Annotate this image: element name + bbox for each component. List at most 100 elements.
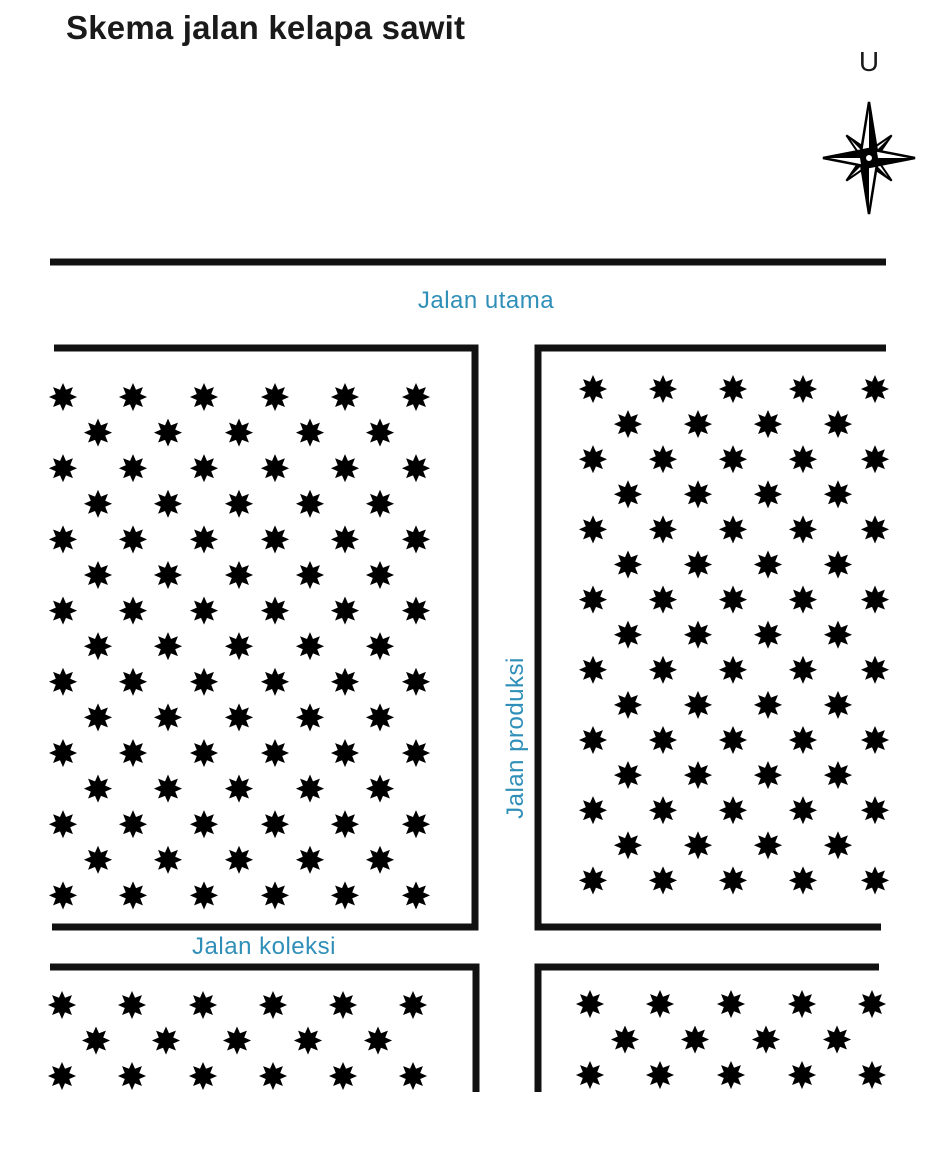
palm-tree-icon xyxy=(610,1025,640,1054)
palm-tree-icon xyxy=(753,410,783,439)
palm-tree-icon xyxy=(189,454,219,483)
palm-tree-icon xyxy=(648,374,678,404)
palm-tree-icon xyxy=(224,560,254,590)
palm-tree-icon xyxy=(648,585,678,614)
palm-tree-icon xyxy=(224,774,254,803)
palm-tree-icon xyxy=(718,725,748,755)
palm-tree-icon xyxy=(48,881,78,910)
palm-tree-icon xyxy=(48,810,78,839)
palm-tree-icon xyxy=(47,990,77,1020)
palm-tree-icon xyxy=(823,690,853,719)
palm-tree-icon xyxy=(401,382,431,412)
palm-tree-icon xyxy=(363,1026,393,1055)
palm-tree-icon xyxy=(648,725,678,755)
palm-tree-icon xyxy=(718,796,748,825)
palm-tree-icon xyxy=(753,550,783,579)
palm-tree-icon xyxy=(83,703,113,732)
palm-tree-icon xyxy=(224,418,254,447)
palm-tree-icon xyxy=(118,382,148,412)
palm-tree-icon xyxy=(788,374,818,404)
palm-tree-icon xyxy=(260,382,290,412)
palm-tree-icon xyxy=(860,655,890,684)
palm-tree-icon xyxy=(753,620,783,649)
palm-tree-icon xyxy=(365,560,395,590)
palm-tree-icon xyxy=(222,1026,252,1055)
palm-tree-icon xyxy=(47,1061,77,1091)
palm-tree-icon xyxy=(575,989,605,1019)
palm-tree-icon xyxy=(224,489,254,518)
palm-tree-icon xyxy=(117,1061,147,1091)
palm-tree-icon xyxy=(189,525,219,554)
road-network xyxy=(50,258,886,1092)
palm-tree-icon xyxy=(83,774,113,803)
palm-tree-icon xyxy=(751,1025,781,1054)
palm-tree-icon xyxy=(578,655,608,684)
palm-tree-icon xyxy=(613,480,643,509)
palm-tree-icon xyxy=(718,515,748,544)
palm-tree-icon xyxy=(189,596,219,625)
palm-tree-icon xyxy=(118,596,148,625)
palm-tree-icon xyxy=(118,810,148,839)
palm-tree-icon xyxy=(258,990,288,1020)
palm-tree-icon xyxy=(330,525,360,554)
palm-tree-icon xyxy=(683,620,713,649)
palm-tree-icon xyxy=(823,410,853,439)
palm-tree-icon xyxy=(788,796,818,825)
palm-tree-icon xyxy=(260,810,290,839)
palm-tree-icon xyxy=(753,831,783,860)
palm-tree-icon xyxy=(648,445,678,474)
palm-tree-icon xyxy=(48,525,78,554)
palm-tree-icon xyxy=(260,454,290,483)
palm-tree-icon xyxy=(683,550,713,579)
palm-tree-icon xyxy=(48,382,78,412)
palm-tree-icon xyxy=(153,489,183,518)
palm-tree-icon xyxy=(224,703,254,732)
palm-tree-icon xyxy=(365,632,395,661)
palm-tree-icon xyxy=(823,831,853,860)
palm-tree-icon xyxy=(189,810,219,839)
palm-tree-icon xyxy=(118,525,148,554)
palm-tree-icon xyxy=(295,418,325,447)
palm-tree-icon xyxy=(83,632,113,661)
palm-tree-icon xyxy=(48,454,78,483)
palm-tree-icon xyxy=(330,881,360,910)
palm-tree-icon xyxy=(680,1025,710,1054)
palm-tree-icon xyxy=(260,738,290,768)
palm-tree-icon xyxy=(401,667,431,696)
palm-tree-icon xyxy=(48,596,78,625)
collection-road-label: Jalan koleksi xyxy=(192,933,336,960)
palm-tree-icon xyxy=(857,1060,887,1090)
palm-tree-icon xyxy=(578,585,608,614)
palm-tree-icon xyxy=(718,374,748,404)
page-title: Skema jalan kelapa sawit xyxy=(66,9,466,46)
palm-tree-icon xyxy=(860,445,890,474)
palm-tree-icon xyxy=(753,761,783,790)
palm-tree-icon xyxy=(716,1060,746,1090)
block-southeast-boundary xyxy=(534,963,879,1092)
palm-tree-icon xyxy=(189,382,219,412)
palm-tree-icon xyxy=(401,596,431,625)
palm-tree-icon xyxy=(578,515,608,544)
palm-tree-icon xyxy=(153,703,183,732)
palm-tree-icon xyxy=(613,410,643,439)
production-road-label: Jalan produksi xyxy=(502,657,529,819)
palm-tree-icon xyxy=(753,690,783,719)
palm-tree-icon xyxy=(578,866,608,895)
palm-tree-icon xyxy=(860,866,890,895)
palm-tree-icon xyxy=(823,761,853,790)
palm-tree-icon xyxy=(365,774,395,803)
palm-tree-icon xyxy=(189,667,219,696)
compass-north-label: U xyxy=(858,46,880,77)
palm-tree-icon xyxy=(260,596,290,625)
palm-tree-icon xyxy=(151,1026,181,1055)
palm-tree-icon xyxy=(860,725,890,755)
palm-tree-icon xyxy=(613,690,643,719)
palm-tree-icon xyxy=(788,725,818,755)
palm-tree-icon xyxy=(153,774,183,803)
palm-tree-icon xyxy=(787,1060,817,1090)
palm-tree-icon xyxy=(787,989,817,1019)
palm-tree-icon xyxy=(365,845,395,874)
palm-tree-icon xyxy=(330,454,360,483)
palm-tree-icon xyxy=(648,655,678,684)
